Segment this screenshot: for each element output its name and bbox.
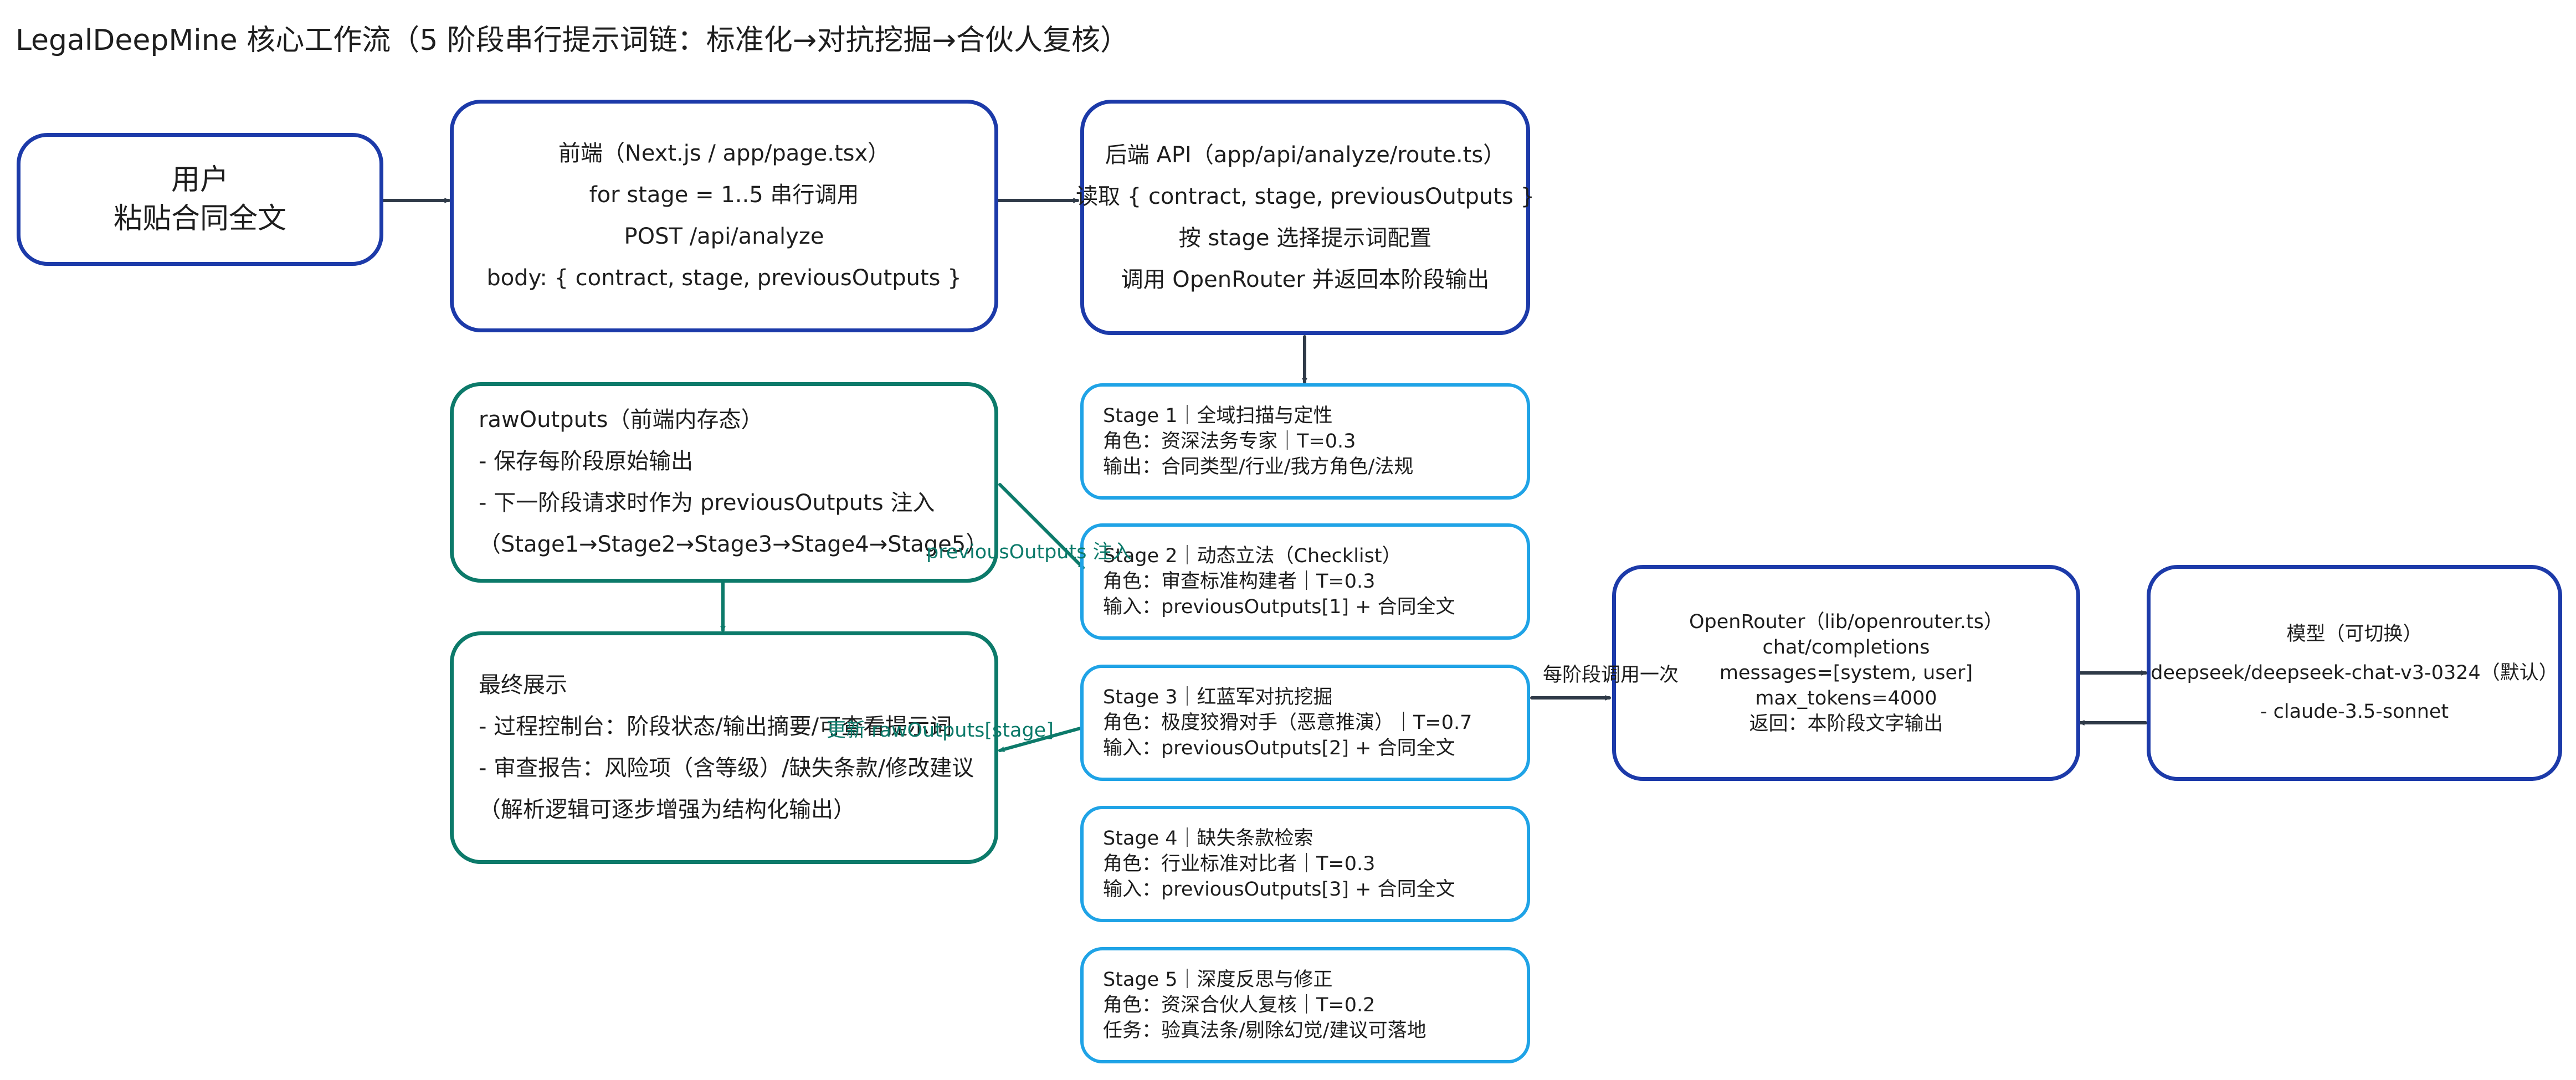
raw-outputs-line-2: - 保存每阶段原始输出 xyxy=(479,449,694,474)
user-desc: 粘贴合同全文 xyxy=(113,202,286,235)
final-line-4: （解析逻辑可逐步增强为结构化输出） xyxy=(479,797,855,822)
raw-outputs-line-4: （Stage1→Stage2→Stage3→Stage4→Stage5） xyxy=(479,532,988,557)
model-node: 模型（可切换） deepseek/deepseek-chat-v3-0324（默… xyxy=(2147,565,2562,781)
stage4-input: 输入：previousOutputs[3] + 合同全文 xyxy=(1103,878,1455,901)
stage2-role: 角色：审查标准构建者｜T=0.3 xyxy=(1103,570,1376,593)
final-line-3: - 审查报告：风险项（含等级）/缺失条款/修改建议 xyxy=(479,755,974,781)
backend-line-4: 调用 OpenRouter 并返回本阶段输出 xyxy=(1121,266,1490,292)
raw-outputs-line-3: - 下一阶段请求时作为 previousOutputs 注入 xyxy=(479,490,935,516)
stage3-node: Stage 3｜红蓝军对抗挖掘 角色：极度狡猾对手（恶意推演）｜T=0.7 输入… xyxy=(1080,665,1530,781)
edge-label-inject: previousOutputs 注入 xyxy=(926,541,1132,563)
openrouter-line-3: messages=[system, user] xyxy=(1719,662,1973,684)
frontend-line-1: 前端（Next.js / app/page.tsx） xyxy=(558,141,890,166)
stage5-role: 角色：资深合伙人复核｜T=0.2 xyxy=(1103,994,1376,1016)
raw-outputs-line-1: rawOutputs（前端内存态） xyxy=(479,407,763,433)
stage1-title: Stage 1｜全域扫描与定性 xyxy=(1103,405,1333,427)
stage3-input: 输入：previousOutputs[2] + 合同全文 xyxy=(1103,737,1455,759)
frontend-line-3: POST /api/analyze xyxy=(624,224,824,249)
model-option-claude: - claude-3.5-sonnet xyxy=(2260,701,2449,723)
final-line-1: 最终展示 xyxy=(479,672,567,698)
diagram-title: LegalDeepMine 核心工作流（5 阶段串行提示词链：标准化→对抗挖掘→… xyxy=(16,24,1129,57)
edge-label-update: 更新 rawOutputs[stage] xyxy=(827,719,1054,742)
openrouter-line-2: chat/completions xyxy=(1762,636,1930,659)
raw-outputs-node: rawOutputs（前端内存态） - 保存每阶段原始输出 - 下一阶段请求时作… xyxy=(450,382,998,583)
stage2-node: Stage 2｜动态立法（Checklist） 角色：审查标准构建者｜T=0.3… xyxy=(1080,523,1530,640)
arrow-stage3-to-final xyxy=(998,727,1082,752)
arrow-raw-to-stage2 xyxy=(998,483,1085,569)
stage4-role: 角色：行业标准对比者｜T=0.3 xyxy=(1103,853,1376,875)
frontend-line-2: for stage = 1..5 串行调用 xyxy=(589,182,859,208)
backend-line-2: 读取 { contract, stage, previousOutputs } xyxy=(1076,183,1535,209)
backend-node: 后端 API（app/api/analyze/route.ts） 读取 { co… xyxy=(1076,100,1535,335)
user-node: 用户 粘贴合同全文 xyxy=(17,133,383,266)
frontend-line-4: body: { contract, stage, previousOutputs… xyxy=(486,265,962,291)
edge-label-per-stage: 每阶段调用一次 xyxy=(1543,664,1679,686)
model-title: 模型（可切换） xyxy=(2286,623,2423,645)
openrouter-line-1: OpenRouter（lib/openrouter.ts） xyxy=(1689,611,2003,633)
openrouter-line-5: 返回：本阶段文字输出 xyxy=(1749,713,1943,735)
stage5-node: Stage 5｜深度反思与修正 角色：资深合伙人复核｜T=0.2 任务：验真法条… xyxy=(1080,947,1530,1063)
final-display-node: 最终展示 - 过程控制台：阶段状态/输出摘要/可查看提示词 - 审查报告：风险项… xyxy=(450,631,998,864)
stage4-title: Stage 4｜缺失条款检索 xyxy=(1103,827,1313,850)
user-title: 用户 xyxy=(171,163,229,197)
stage1-output: 输出：合同类型/行业/我方角色/法规 xyxy=(1103,456,1414,478)
openrouter-line-4: max_tokens=4000 xyxy=(1755,687,1937,709)
backend-line-1: 后端 API（app/api/analyze/route.ts） xyxy=(1105,142,1506,168)
model-option-default: deepseek/deepseek-chat-v3-0324（默认） xyxy=(2151,662,2558,684)
stage1-role: 角色：资深法务专家｜T=0.3 xyxy=(1103,430,1356,452)
openrouter-node: OpenRouter（lib/openrouter.ts） chat/compl… xyxy=(1612,565,2080,781)
stage5-task: 任务：验真法条/剔除幻觉/建议可落地 xyxy=(1103,1020,1426,1042)
backend-line-3: 按 stage 选择提示词配置 xyxy=(1178,225,1432,251)
stage3-title: Stage 3｜红蓝军对抗挖掘 xyxy=(1103,686,1333,708)
stage1-node: Stage 1｜全域扫描与定性 角色：资深法务专家｜T=0.3 输出：合同类型/… xyxy=(1080,383,1530,500)
stage3-role: 角色：极度狡猾对手（恶意推演）｜T=0.7 xyxy=(1103,712,1472,734)
stage2-title: Stage 2｜动态立法（Checklist） xyxy=(1103,545,1402,567)
stage2-input: 输入：previousOutputs[1] + 合同全文 xyxy=(1103,596,1455,618)
final-line-2: - 过程控制台：阶段状态/输出摘要/可查看提示词 xyxy=(479,714,952,739)
stage5-title: Stage 5｜深度反思与修正 xyxy=(1103,969,1333,991)
stage4-node: Stage 4｜缺失条款检索 角色：行业标准对比者｜T=0.3 输入：previ… xyxy=(1080,806,1530,922)
frontend-node: 前端（Next.js / app/page.tsx） for stage = 1… xyxy=(450,100,998,332)
